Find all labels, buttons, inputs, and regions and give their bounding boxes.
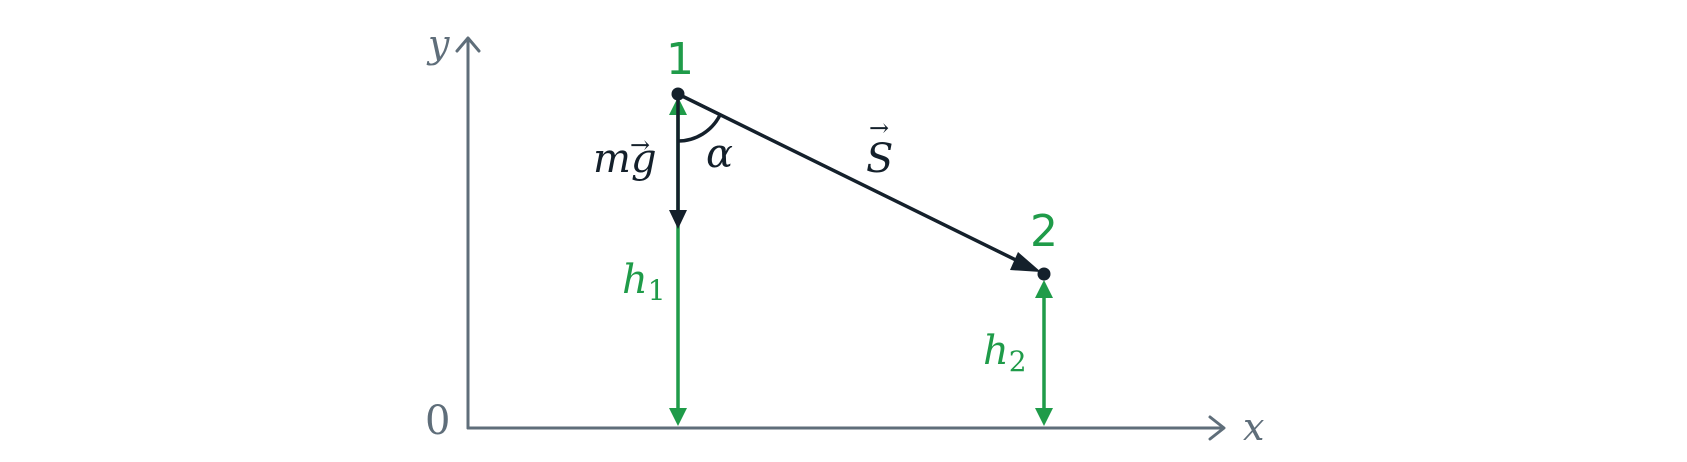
x-axis-arrowhead [1208,415,1226,441]
angle-label: α [706,131,733,177]
h2-label: h2 [983,328,1027,378]
displacement-arrow-accent: → [869,114,889,142]
point-1-dot [671,87,685,101]
angle-alpha: α [677,114,733,177]
height-h2-arrow: h2 [983,280,1053,426]
angle-arc [677,114,722,143]
h2-letter: h [983,328,1009,374]
point-2-label: 2 [1030,206,1058,257]
h1-letter: h [622,257,648,303]
displacement-line [677,92,1025,266]
y-axis-arrowhead [455,36,481,53]
point-1: 1 [666,34,694,101]
gravity-label-m: m [593,136,631,182]
point-2: 2 [1030,206,1058,281]
point-2-dot [1037,267,1051,281]
h1-label: h1 [622,257,666,307]
displacement-arrowhead [1010,252,1041,272]
displacement-vector: S → [677,92,1041,272]
gravity-arrowhead [669,210,687,229]
h2-arrowhead-bottom [1035,408,1053,426]
axes: y x 0 [425,22,1264,449]
h1-subscript: 1 [648,274,666,307]
h1-arrowhead-bottom [669,408,687,426]
point-1-label: 1 [666,34,694,85]
x-axis-label: x [1243,405,1264,449]
gravity-label: mg [593,136,657,182]
displacement-label: S [866,136,893,182]
h2-arrowhead-top [1035,280,1053,298]
origin-label: 0 [425,398,450,444]
gravity-label-g: g [631,136,657,182]
h2-subscript: 2 [1009,345,1027,378]
y-axis-label: y [426,22,450,66]
gravity-vector: mg → [593,94,687,229]
gravity-arrow-accent: → [630,131,650,159]
